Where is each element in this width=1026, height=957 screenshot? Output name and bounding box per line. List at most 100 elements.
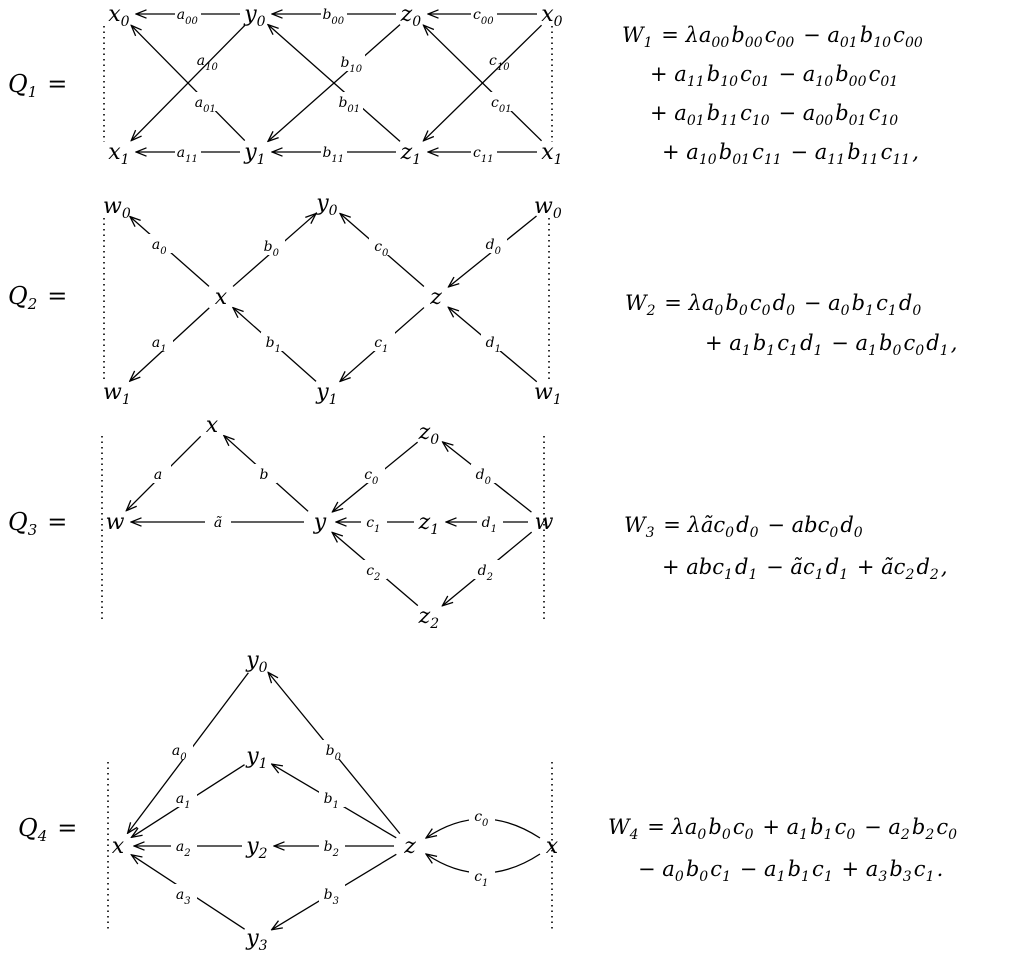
arrow-label-b10: b10 [340,55,363,75]
arrow-label-at: ã [214,515,222,531]
node-x1l: x1 [108,140,132,168]
arrow-label-a11: a11 [177,145,200,165]
node-xr: x [546,834,559,859]
quiver-label: Q3 = [8,508,67,539]
node-y1: y1 [245,744,270,772]
arrow-label-bg [167,740,193,759]
arrow-label-bg [473,560,499,579]
arrow-label-d0: d0 [476,467,493,487]
node-z0: z0 [400,2,424,30]
node-wr: w [535,510,554,535]
potential-line: W3 = λãc0 d0 − abc0 d0 [624,513,865,541]
arrow-label-bg [321,740,347,759]
potential-line: + a1 b1 c1 d1 − a1 b0 c0 d1 , [705,331,957,359]
arrow-b01 [268,25,401,142]
arrow-label-c1: c1 [366,515,382,535]
node-z: z [403,834,416,859]
arrow-label-bg [361,560,387,579]
arrow-label-b01: b01 [338,95,361,115]
arrow-label-b: b [260,467,269,483]
arrow-label-bg [339,52,365,71]
potential-line: W2 = λa0 b0 c0 d0 − a0 b1 c1 d0 [625,291,923,319]
arrow-label-bg [321,142,347,161]
arrow-label-b00: b00 [322,7,345,27]
arrow-label-a01: a01 [195,95,218,115]
arrow-label-bg [337,92,363,111]
arrow-label-a00: a00 [177,7,200,27]
arrow-label-bg [489,92,515,111]
node-z: z [429,285,442,310]
arrow-label-b1: b1 [324,791,341,811]
arrow-label-a0: a0 [172,743,188,763]
arrow-label-bg [195,50,221,69]
arrow-label-a2: a2 [176,839,192,859]
arrow-label-bg [175,4,201,23]
node-y1: y1 [315,380,340,408]
arrow-label-bg [171,836,197,855]
node-y2: y2 [245,834,270,862]
node-y1: y1 [243,140,268,168]
node-y0: y0 [315,191,340,219]
potential-line: W1 = λa00 b00 c00 − a01 b10 c00 [622,23,925,51]
potential-line: + abc1 d1 − ãc1 d1 + ãc2 d2 , [662,555,948,583]
arrow-c01 [423,24,543,141]
node-z2: z2 [418,604,442,632]
arrow-label-a1: a1 [152,335,168,355]
node-w0l: w0 [103,194,133,222]
arrow-label-bg [147,332,173,351]
arrow-label-c2: c2 [366,563,382,583]
arrow-label-a: a [154,467,162,483]
arrow-label-b2: b2 [324,839,341,859]
arrow-label-c1: c1 [474,869,490,889]
arrow-label-d1: d1 [482,515,499,535]
arrow-label-c01: c01 [491,95,513,115]
arrow-label-b1: b1 [266,335,283,355]
node-y: y [313,510,327,535]
node-y3: y3 [245,926,270,954]
arrow-label-bg [369,236,395,255]
arrow-label-bg [361,512,387,531]
arrow-label-bg [205,512,231,531]
arrow-label-bg [469,806,495,825]
potential-line: + a10 b01 c11 − a11 b11 c11 , [662,140,919,168]
node-wl: w [106,510,125,535]
arrow-label-bg [359,464,385,483]
arrow-label-bg [147,234,173,253]
node-x0r: x0 [541,2,565,30]
arrow-label-c0: c0 [474,809,490,829]
arrow-label-b3: b3 [324,887,341,907]
arrow-label-d1: d1 [486,335,503,355]
arrow-label-bg [481,234,507,253]
arrow-label-d2: d2 [478,563,495,583]
arrow-label-a10: a10 [197,53,220,73]
arrow-label-a3: a3 [176,887,192,907]
arrow-label-bg [481,332,507,351]
arrow-label-a1: a1 [176,791,192,811]
node-y0: y0 [243,2,268,30]
node-z1: z1 [418,510,442,538]
arrow-label-bg [175,142,201,161]
arrow-label-bg [171,788,197,807]
node-w1r: w1 [534,380,564,408]
arrow-a01 [131,24,246,140]
node-z1: z1 [400,140,424,168]
node-x: x [206,413,219,438]
arrow-label-bg [259,236,285,255]
arrow-label-c10: c10 [489,53,511,73]
arrow-label-c1: c1 [374,335,390,355]
arrow-label-bg [321,4,347,23]
arrow-label-b0: b0 [326,743,343,763]
arrow-label-bg [487,50,513,69]
arrow-label-bg [469,866,495,885]
node-x: x [215,285,228,310]
node-z0: z0 [418,420,442,448]
arrow-label-bg [319,836,345,855]
node-xl: x [112,834,125,859]
arrow-label-bg [319,788,345,807]
arrow-label-c11: c11 [473,145,495,165]
arrow-label-bg [369,332,395,351]
arrow-label-c0: c0 [374,239,390,259]
arrow-label-bg [471,464,497,483]
potential-line: + a11 b10 c01 − a10 b00 c01 [650,62,900,90]
